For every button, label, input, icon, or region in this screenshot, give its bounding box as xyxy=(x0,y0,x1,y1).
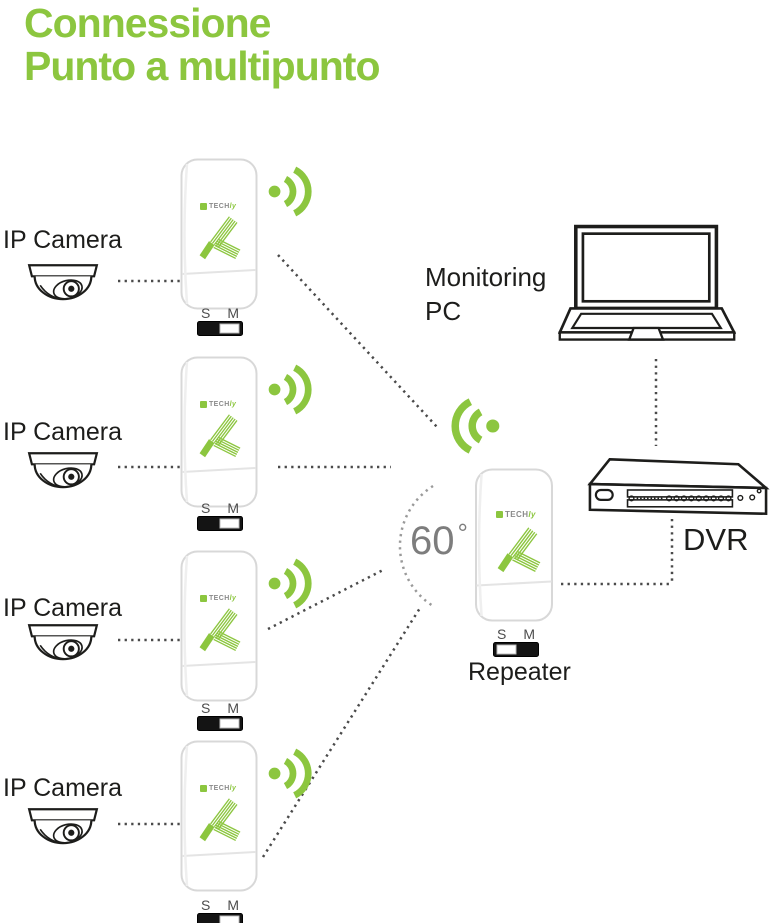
laptop-icon xyxy=(558,224,736,342)
monitoring-pc-label: Monitoring PC xyxy=(425,260,546,328)
switch-s-label: S xyxy=(201,305,211,321)
brand-suffix: ly xyxy=(229,785,237,792)
page-title-line1: Connessione xyxy=(24,0,271,46)
beam-angle-label: 60° xyxy=(410,518,468,564)
dotted-links xyxy=(118,254,674,858)
ap3-to-repeater-beam xyxy=(267,567,386,631)
switch-labels-ap3: S M xyxy=(197,700,243,716)
switch-m-label: M xyxy=(523,626,535,642)
techly-wordmark-ap1: TECH ly xyxy=(200,203,236,210)
brand-prefix: TECH xyxy=(209,203,230,210)
wifi-signal-right-icon-3 xyxy=(269,562,309,606)
wifi-signal-left-icon-repeater xyxy=(455,402,499,451)
repeater-device xyxy=(474,468,554,622)
beam-angle-unit: ° xyxy=(457,518,468,548)
page-title: Connessione Punto a multipunto xyxy=(24,0,380,89)
switch-s-label: S xyxy=(497,626,507,642)
dome-camera-icon-3 xyxy=(27,624,99,663)
wifi-signal-right-icon-2 xyxy=(269,368,309,412)
switch-s-label: S xyxy=(201,700,211,716)
mode-switch-ap2 xyxy=(197,516,243,531)
switch-labels-repeater: S M xyxy=(493,626,539,642)
monitoring-pc-label-line2: PC xyxy=(425,296,462,326)
dome-camera-icon-4 xyxy=(27,808,99,847)
techly-square-icon xyxy=(200,785,207,792)
brand-prefix: TECH xyxy=(209,595,230,602)
dome-camera-icon-2 xyxy=(27,452,99,491)
switch-s-label: S xyxy=(201,500,211,516)
switch-labels-ap2: S M xyxy=(197,500,243,516)
ap4-to-repeater-beam xyxy=(261,607,422,858)
wifi-signal-right-icon-1 xyxy=(269,170,309,214)
switch-m-label: M xyxy=(227,305,239,321)
ip-camera-label-3: IP Camera xyxy=(3,594,123,622)
techly-wordmark-ap3: TECH ly xyxy=(200,595,236,602)
techly-wordmark-ap4: TECH ly xyxy=(200,785,236,792)
switch-labels-ap1: S M xyxy=(197,305,243,321)
techly-square-icon xyxy=(496,511,503,518)
techly-wordmark-ap2: TECH ly xyxy=(200,401,236,408)
mode-switch-ap1 xyxy=(197,321,243,336)
ip-camera-label-2: IP Camera xyxy=(3,418,123,446)
brand-prefix: TECH xyxy=(209,785,230,792)
techly-wordmark-repeater: TECH ly xyxy=(496,510,536,519)
wifi-signal-right-icon-4 xyxy=(269,752,309,796)
switch-s-label: S xyxy=(201,897,211,913)
mode-switch-repeater xyxy=(493,642,539,657)
page-title-line2: Punto a multipunto xyxy=(24,43,380,89)
brand-prefix: TECH xyxy=(505,510,529,519)
monitoring-pc-label-line1: Monitoring xyxy=(425,262,547,292)
brand-suffix: ly xyxy=(229,203,237,210)
mode-switch-ap4 xyxy=(197,913,243,923)
techly-square-icon xyxy=(200,401,207,408)
techly-square-icon xyxy=(200,595,207,602)
ip-camera-label-4: IP Camera xyxy=(3,774,123,802)
repeater-label: Repeater xyxy=(468,658,571,686)
brand-prefix: TECH xyxy=(209,401,230,408)
dome-camera-icon-1 xyxy=(27,264,99,303)
switch-labels-ap4: S M xyxy=(197,897,243,913)
techly-square-icon xyxy=(200,203,207,210)
brand-suffix: ly xyxy=(229,401,237,408)
dvr-recorder-icon xyxy=(588,458,768,516)
ip-camera-label-1: IP Camera xyxy=(3,226,123,254)
brand-suffix: ly xyxy=(528,510,536,519)
beam-angle-value: 60 xyxy=(410,519,455,563)
switch-m-label: M xyxy=(227,897,239,913)
switch-m-label: M xyxy=(227,500,239,516)
brand-suffix: ly xyxy=(229,595,237,602)
dvr-label: DVR xyxy=(683,522,749,557)
switch-m-label: M xyxy=(227,700,239,716)
mode-switch-ap3 xyxy=(197,716,243,731)
